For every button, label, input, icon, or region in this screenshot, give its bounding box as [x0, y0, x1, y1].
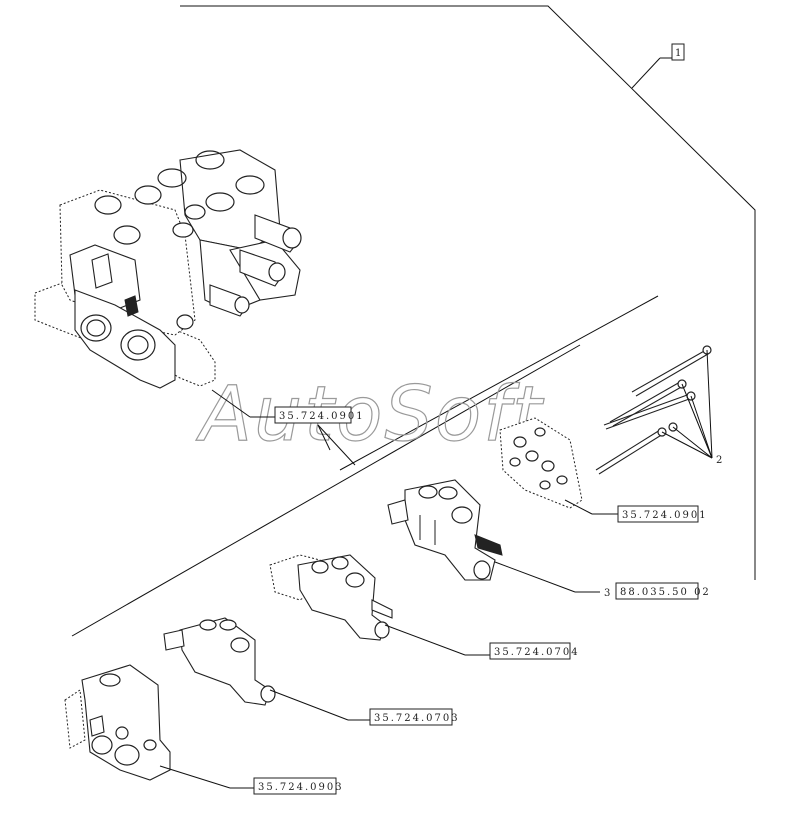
svg-text:35.724.0704: 35.724.0704 — [494, 647, 580, 658]
svg-text:88.035.50 02: 88.035.50 02 — [620, 587, 711, 598]
section-valve-lower — [163, 617, 370, 721]
callout-section-lower: 35.724.0703 — [369, 708, 460, 726]
main-valve-assembly — [34, 149, 302, 389]
divider-line-upper — [339, 295, 659, 471]
callout-item-1: 1 — [671, 43, 685, 61]
section-valve-dashed — [269, 554, 490, 656]
callout-section-3: 88.035.50 02 — [615, 582, 711, 600]
svg-text:35.724.0903: 35.724.0903 — [258, 782, 344, 793]
callout-inlet: 35.724.0903 — [253, 777, 344, 795]
svg-text:35.724.0901: 35.724.0901 — [279, 411, 365, 422]
callout-item-2: 2 — [716, 455, 724, 466]
callout-item-3: 3 — [604, 588, 612, 599]
assembly-bracket — [180, 5, 756, 580]
svg-text:35.724.0901: 35.724.0901 — [622, 510, 708, 521]
svg-text:1: 1 — [675, 48, 683, 59]
callout-section-2: 35.724.0704 — [489, 642, 580, 660]
tie-rods — [595, 345, 713, 475]
inlet-section — [64, 664, 254, 789]
divider-line-upper — [204, 295, 659, 396]
divider-line-lower — [71, 344, 581, 637]
svg-text:35.724.0703: 35.724.0703 — [374, 713, 460, 724]
section-valve-3 — [387, 479, 600, 593]
watermark: AutoSoft — [195, 369, 545, 458]
callout-end-plate: 35.724.0901 — [617, 505, 708, 523]
callout-main-assembly: 35.724.0901 — [211, 389, 365, 466]
end-plate — [499, 417, 618, 515]
